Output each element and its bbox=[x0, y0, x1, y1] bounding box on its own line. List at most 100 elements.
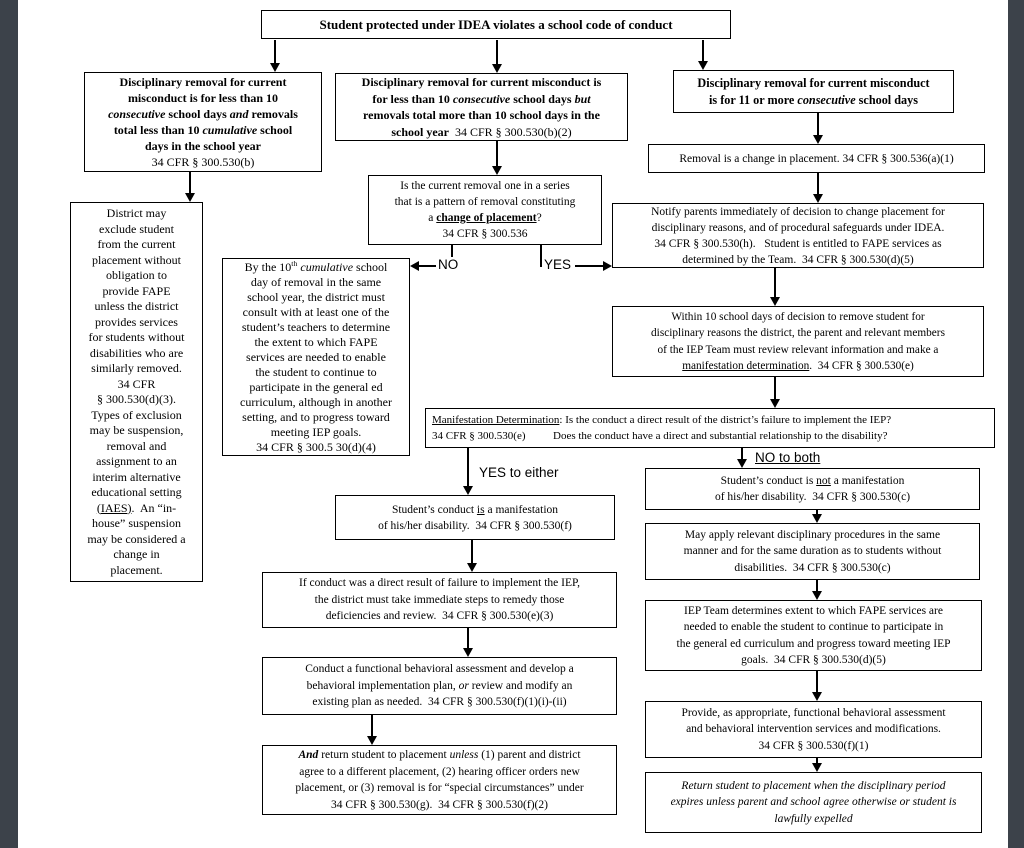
box-manifestation-determination: Manifestation Determination: Is the cond… bbox=[425, 408, 995, 448]
text-run: If conduct was a direct result of failur… bbox=[298, 577, 581, 623]
box-iep-team-determines: IEP Team determines extent to which FAPE… bbox=[645, 600, 982, 671]
text-run: removals total less than 10 bbox=[113, 107, 298, 137]
text-run: but bbox=[574, 91, 591, 106]
connector-line bbox=[816, 671, 818, 692]
text-run: manifestation determination bbox=[682, 360, 810, 372]
box-text: Notify parents immediately of decision t… bbox=[613, 204, 983, 268]
text-run: : Is the conduct a direct result of the … bbox=[432, 414, 892, 442]
box-notify-parents: Notify parents immediately of decision t… bbox=[612, 203, 984, 268]
arrowhead-down-icon bbox=[185, 193, 195, 202]
connector-line bbox=[816, 758, 818, 763]
label-no: NO bbox=[436, 257, 461, 273]
text-run: a manifestation of his/her disability. 3… bbox=[714, 475, 911, 503]
box-text: If conduct was a direct result of failur… bbox=[263, 575, 616, 625]
text-run: school days in the school year bbox=[144, 123, 293, 153]
arrowhead-down-icon bbox=[812, 514, 822, 523]
text-run: 34 CFR § 300.530(b) bbox=[151, 155, 255, 169]
text-run: Disciplinary removal for current miscond… bbox=[361, 75, 602, 106]
text-run: (IAES) bbox=[96, 500, 132, 515]
arrowhead-down-icon bbox=[813, 194, 823, 203]
box-text: Disciplinary removal for current miscond… bbox=[336, 74, 627, 140]
text-run: Student’s conduct bbox=[391, 503, 477, 516]
box-removal-less-10-consecutive: Disciplinary removal for current miscond… bbox=[335, 73, 628, 141]
text-run: Within 10 school days of decision to rem… bbox=[651, 310, 945, 356]
box-text: Student protected under IDEA violates a … bbox=[262, 17, 730, 33]
arrowhead-down-icon bbox=[770, 297, 780, 306]
text-run: By the 10 bbox=[244, 259, 292, 274]
arrowhead-down-icon bbox=[812, 692, 822, 701]
arrowhead-down-icon bbox=[813, 135, 823, 144]
text-run: consecutive bbox=[108, 107, 166, 121]
text-run: Disciplinary removal for current miscond… bbox=[697, 75, 930, 107]
box-text: Disciplinary removal for current miscond… bbox=[674, 75, 953, 109]
text-run: Return student to placement when the dis… bbox=[670, 779, 957, 825]
text-run: Is the current removal one in a series t… bbox=[394, 180, 576, 224]
connector-line bbox=[816, 580, 818, 591]
text-run: Notify parents immediately of decision t… bbox=[651, 205, 945, 266]
connector-line bbox=[371, 715, 373, 736]
box-may-apply-procedures: May apply relevant disciplinary procedur… bbox=[645, 523, 980, 580]
text-run: (1) parent and district agree to a diffe… bbox=[295, 749, 584, 811]
box-and-return-student: And return student to placement unless (… bbox=[262, 745, 617, 815]
connector-line bbox=[496, 40, 498, 64]
connector-line bbox=[817, 173, 819, 194]
connector-line bbox=[496, 141, 498, 166]
connector-line bbox=[467, 448, 469, 486]
box-not-manifestation: Student’s conduct is not a manifestation… bbox=[645, 468, 980, 510]
connector-line bbox=[274, 40, 276, 63]
text-run: And bbox=[298, 749, 319, 761]
text-run: review and modify an existing plan as ne… bbox=[312, 679, 573, 709]
text-run: District may exclude student from the cu… bbox=[88, 206, 185, 499]
box-removal-change-placement: Removal is a change in placement. 34 CFR… bbox=[648, 144, 985, 173]
text-run: Provide, as appropriate, functional beha… bbox=[681, 706, 946, 752]
connector-line bbox=[702, 40, 704, 61]
text-run: school days bbox=[855, 92, 918, 107]
text-run: return student to placement bbox=[318, 749, 450, 761]
box-removal-11-or-more: Disciplinary removal for current miscond… bbox=[673, 70, 954, 113]
arrowhead-down-icon bbox=[367, 736, 377, 745]
box-return-student-expelled: Return student to placement when the dis… bbox=[645, 772, 982, 833]
arrowhead-down-icon bbox=[463, 648, 473, 657]
text-run: cumulative bbox=[202, 123, 258, 137]
text-run: cumulative bbox=[300, 259, 354, 274]
box-within-10-days: Within 10 school days of decision to rem… bbox=[612, 306, 984, 377]
box-text: Conduct a functional behavioral assessme… bbox=[263, 661, 616, 711]
arrowhead-left-icon bbox=[410, 261, 419, 271]
box-tenth-cumulative-day: By the 10th cumulative school day of rem… bbox=[222, 258, 410, 456]
box-is-manifestation: Student’s conduct is a manifestation of … bbox=[335, 495, 615, 540]
text-run: or bbox=[458, 679, 469, 692]
text-run: school days bbox=[165, 107, 230, 121]
arrowhead-down-icon bbox=[698, 61, 708, 70]
arrowhead-down-icon bbox=[270, 63, 280, 72]
connector-line bbox=[471, 540, 473, 563]
text-run: 34 CFR § 300.530(b)(2) bbox=[448, 124, 572, 139]
viewer-left-edge bbox=[0, 0, 18, 848]
text-run: May apply relevant disciplinary procedur… bbox=[683, 528, 942, 574]
box-functional-behavioral-assessment: Conduct a functional behavioral assessme… bbox=[262, 657, 617, 715]
text-run: a manifestation of his/her disability. 3… bbox=[378, 503, 572, 532]
box-student-protected: Student protected under IDEA violates a … bbox=[261, 10, 731, 39]
box-text: IEP Team determines extent to which FAPE… bbox=[646, 603, 981, 669]
connector-line bbox=[774, 377, 776, 399]
connector-line bbox=[575, 265, 603, 267]
text-run: Disciplinary removal for current miscond… bbox=[119, 75, 287, 105]
connector-line bbox=[741, 448, 743, 459]
box-pattern-question: Is the current removal one in a series t… bbox=[368, 175, 602, 245]
text-run: Conduct a functional behavioral assessme… bbox=[305, 663, 574, 692]
connector-line bbox=[467, 628, 469, 648]
connector-line bbox=[189, 172, 191, 193]
box-if-conduct-direct-result: If conduct was a direct result of failur… bbox=[262, 572, 617, 628]
arrowhead-right-icon bbox=[603, 261, 612, 271]
connector-line bbox=[816, 510, 818, 514]
box-text: Disciplinary removal for current miscond… bbox=[85, 74, 321, 170]
box-text: Removal is a change in placement. 34 CFR… bbox=[649, 153, 984, 165]
text-run: Student’s conduct is bbox=[720, 475, 817, 487]
text-run: ? 34 CFR § 300.536 bbox=[442, 212, 542, 240]
box-text: May apply relevant disciplinary procedur… bbox=[646, 527, 979, 577]
text-run: removals total more than 10 school days … bbox=[363, 108, 600, 139]
box-text: Is the current removal one in a series t… bbox=[369, 178, 601, 242]
text-run: school days bbox=[510, 91, 575, 106]
text-run: . 34 CFR § 300.530(e) bbox=[809, 360, 914, 372]
arrowhead-down-icon bbox=[770, 399, 780, 408]
